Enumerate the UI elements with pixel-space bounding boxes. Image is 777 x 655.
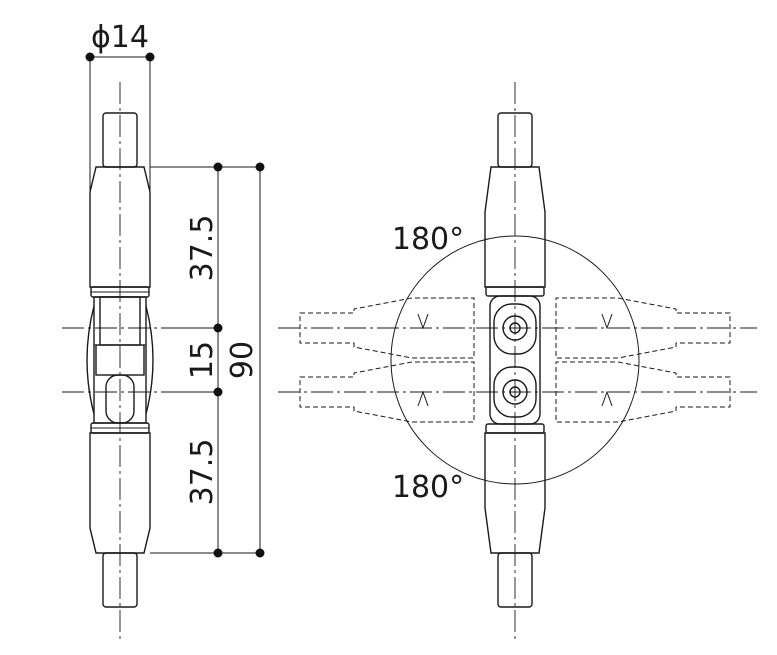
- arc-arrow-lower-left: [417, 390, 429, 407]
- diameter-endpoint-left: [85, 52, 95, 62]
- arc-arrow-upper-left: [417, 313, 429, 330]
- overall-dim-point-bottom: [255, 548, 265, 558]
- pivot-spacing-label: 15: [185, 341, 220, 379]
- phantom-lower-left-arm: [299, 361, 475, 423]
- front-view-lower-knuckle: [493, 366, 537, 418]
- lower-pivot-pin-outer: [502, 379, 528, 405]
- arc-arrow-upper-right: [601, 313, 613, 330]
- side-view-lower-body: [89, 432, 151, 554]
- diameter-endpoint-right: [145, 52, 155, 62]
- front-view-lower-shaft: [497, 552, 533, 608]
- total-length-label: 90: [225, 341, 260, 379]
- chain-dim-point-upper-pivot: [213, 323, 223, 333]
- upper-rotation-angle-label: 180°: [392, 222, 464, 257]
- front-view-upper-knuckle: [493, 303, 537, 355]
- lower-pivot-pin-inner: [509, 386, 521, 398]
- side-view-left-ear: [86, 305, 95, 415]
- overall-dim-point-top: [255, 162, 265, 172]
- side-view: ϕ14 37.5 15 37.5 90: [62, 20, 265, 640]
- lower-rotation-angle-label: 180°: [392, 470, 464, 505]
- side-view-right-ear: [145, 305, 154, 415]
- chain-dim-point-top: [213, 162, 223, 172]
- phantom-upper-left-arm: [299, 297, 475, 359]
- chain-dim-point-lower-pivot: [213, 387, 223, 397]
- side-view-lower-shaft: [102, 552, 138, 608]
- lower-length-label: 37.5: [185, 439, 220, 506]
- rotation-arc-circle: [390, 235, 640, 485]
- upper-pivot-pin-inner: [509, 322, 521, 334]
- front-view-lower-body: [484, 432, 546, 554]
- phantom-upper-right-arm: [555, 297, 731, 359]
- upper-pivot-pin-outer: [502, 315, 528, 341]
- arc-arrow-lower-right: [601, 390, 613, 407]
- front-view-upper-body: [484, 166, 546, 288]
- diameter-label: ϕ14: [91, 20, 149, 55]
- upper-length-label: 37.5: [185, 215, 220, 282]
- phantom-lower-right-arm: [555, 361, 731, 423]
- chain-dim-point-bottom: [213, 548, 223, 558]
- front-view: 180° 180°: [278, 82, 757, 640]
